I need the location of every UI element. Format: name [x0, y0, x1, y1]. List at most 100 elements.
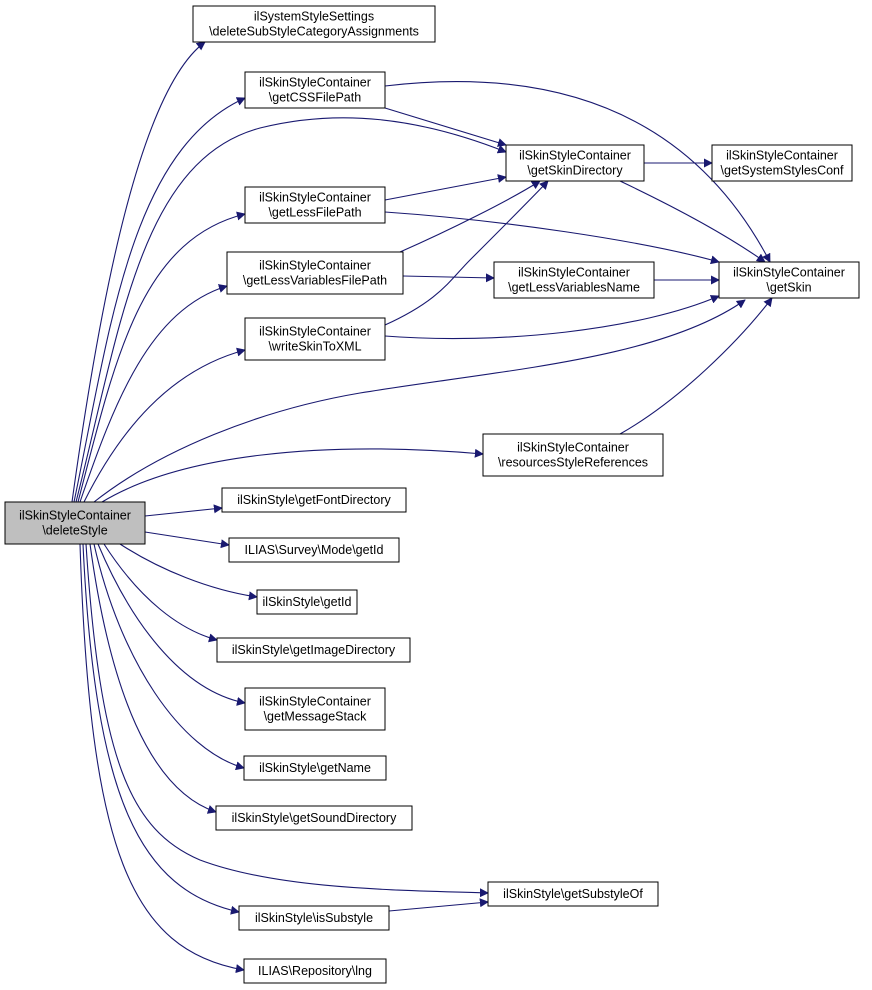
edge-root-to-sss_delete [71, 41, 206, 503]
node-label-line: ILIAS\Repository\lng [258, 964, 372, 978]
edge-root-to-surveyid [144, 531, 230, 549]
node-getskindir[interactable]: ilSkinStyleContainer\getSkinDirectory [505, 144, 645, 182]
node-label-line: ilSkinStyle\getSoundDirectory [232, 811, 397, 825]
node-box [493, 261, 655, 299]
node-box [244, 71, 386, 109]
node-label-line: ilSkinStyle\isSubstyle [255, 911, 373, 925]
node-label-line: \getLessVariablesName [508, 281, 640, 295]
node-getskin[interactable]: ilSkinStyleContainer\getSkin [718, 261, 860, 299]
node-surveyid[interactable]: ILIAS\Survey\Mode\getId [228, 537, 400, 563]
node-box [505, 144, 645, 182]
node-getcss[interactable]: ilSkinStyleContainer\getCSSFilePath [244, 71, 386, 109]
node-label-line: ilSkinStyleContainer [259, 76, 371, 90]
edge-getlessvar-to-getlessvarname [402, 273, 495, 283]
node-label-line: ilSkinStyleContainer [733, 266, 845, 280]
edge-root-to-getskin [93, 299, 746, 503]
node-box [482, 433, 664, 477]
node-lng[interactable]: ILIAS\Repository\lng [243, 958, 387, 984]
node-getlessvar[interactable]: ilSkinStyleContainer\getLessVariablesFil… [226, 251, 404, 295]
node-box [244, 687, 386, 731]
node-box [711, 144, 853, 182]
node-label-line: ilSkinStyle\getSubstyleOf [503, 887, 643, 901]
node-label-line: ilSystemStyleSettings [254, 10, 374, 24]
node-label-line: ilSkinStyleContainer [518, 266, 630, 280]
node-box [226, 251, 404, 295]
edge-root-to-getlessvar [79, 284, 228, 503]
edge-getcss-to-getskindir [384, 107, 507, 147]
node-box [718, 261, 860, 299]
node-getsysconf[interactable]: ilSkinStyleContainer\getSystemStylesConf [711, 144, 853, 182]
edge-root-to-resources [101, 448, 484, 503]
node-box [216, 637, 411, 663]
node-msgstack[interactable]: ilSkinStyleContainer\getMessageStack [244, 687, 386, 731]
node-label-line: \getSkinDirectory [527, 164, 623, 178]
edge-writexml-to-getskin [384, 295, 720, 340]
node-box [192, 5, 436, 43]
node-label-line: \getLessVariablesFilePath [243, 274, 387, 288]
node-box [228, 537, 400, 563]
edge-root-to-substyleof [85, 543, 489, 898]
node-label-line: \writeSkinToXML [268, 340, 361, 354]
node-imagedir[interactable]: ilSkinStyle\getImageDirectory [216, 637, 411, 663]
node-box [487, 881, 659, 907]
node-label-line: ilSkinStyleContainer [259, 191, 371, 205]
node-box [256, 589, 358, 615]
node-label-line: \getMessageStack [264, 710, 368, 724]
node-box [215, 805, 413, 831]
node-box [243, 958, 387, 984]
node-label-line: ilSkinStyle\getId [263, 595, 352, 609]
node-label-line: ilSkinStyle\getImageDirectory [232, 643, 396, 657]
node-label-line: \getSystemStylesConf [721, 164, 844, 178]
edge-root-to-styleid [119, 543, 258, 601]
node-box [238, 905, 390, 931]
node-writexml[interactable]: ilSkinStyleContainer\writeSkinToXML [244, 317, 386, 361]
node-label-line: \getCSSFilePath [269, 91, 361, 105]
edge-issubstyle-to-substyleof [388, 898, 489, 912]
node-label-line: \resourcesStyleReferences [498, 456, 648, 470]
edge-root-to-lng [79, 543, 245, 974]
node-box [244, 317, 386, 361]
node-root[interactable]: ilSkinStyleContainer\deleteStyle [4, 501, 146, 545]
edge-root-to-getcss [73, 97, 246, 503]
edge-root-to-writexml [83, 347, 246, 503]
node-box [244, 186, 386, 224]
node-label-line: ilSkinStyle\getFontDirectory [237, 493, 391, 507]
node-sss_delete[interactable]: ilSystemStyleSettings\deleteSubStyleCate… [192, 5, 436, 43]
node-label-line: ilSkinStyleContainer [259, 695, 371, 709]
node-resources[interactable]: ilSkinStyleContainer\resourcesStyleRefer… [482, 433, 664, 477]
edge-root-to-imagedir [103, 543, 218, 643]
node-sounddir[interactable]: ilSkinStyle\getSoundDirectory [215, 805, 413, 831]
node-label-line: ilSkinStyleContainer [517, 441, 629, 455]
node-label-line: \deleteStyle [42, 524, 107, 538]
node-label-line: ILIAS\Survey\Mode\getId [245, 543, 384, 557]
edge-getless-to-getskin [384, 211, 720, 265]
edge-getcss-to-getskin [384, 80, 771, 263]
edge-getlessvar-to-getskindir [399, 180, 541, 253]
edge-root-to-getskindir [75, 117, 507, 503]
node-label-line: ilSkinStyleContainer [19, 509, 131, 523]
node-getlessvarname[interactable]: ilSkinStyleContainer\getLessVariablesNam… [493, 261, 655, 299]
node-issubstyle[interactable]: ilSkinStyle\isSubstyle [238, 905, 390, 931]
edge-layer [71, 41, 773, 974]
node-box [221, 487, 407, 513]
node-box [243, 755, 387, 781]
node-layer: ilSkinStyleContainer\deleteStyleilSystem… [4, 5, 860, 984]
edge-root-to-getless [77, 211, 246, 503]
node-substyleof[interactable]: ilSkinStyle\getSubstyleOf [487, 881, 659, 907]
edge-root-to-sounddir [89, 543, 217, 814]
node-label-line: ilSkinStyleContainer [259, 259, 371, 273]
node-label-line: \deleteSubStyleCategoryAssignments [209, 25, 419, 39]
node-fontdir[interactable]: ilSkinStyle\getFontDirectory [221, 487, 407, 513]
edge-root-to-issubstyle [82, 543, 240, 915]
node-getname[interactable]: ilSkinStyle\getName [243, 755, 387, 781]
node-styleid[interactable]: ilSkinStyle\getId [256, 589, 358, 615]
node-label-line: ilSkinStyleContainer [259, 325, 371, 339]
node-box [4, 501, 146, 545]
node-getless[interactable]: ilSkinStyleContainer\getLessFilePath [244, 186, 386, 224]
node-label-line: ilSkinStyleContainer [519, 149, 631, 163]
edge-root-to-getname [93, 543, 245, 771]
edge-writexml-to-getskindir [384, 180, 549, 326]
node-label-line: \getLessFilePath [268, 206, 361, 220]
edge-root-to-fontdir [144, 504, 223, 517]
node-label-line: ilSkinStyleContainer [726, 149, 838, 163]
